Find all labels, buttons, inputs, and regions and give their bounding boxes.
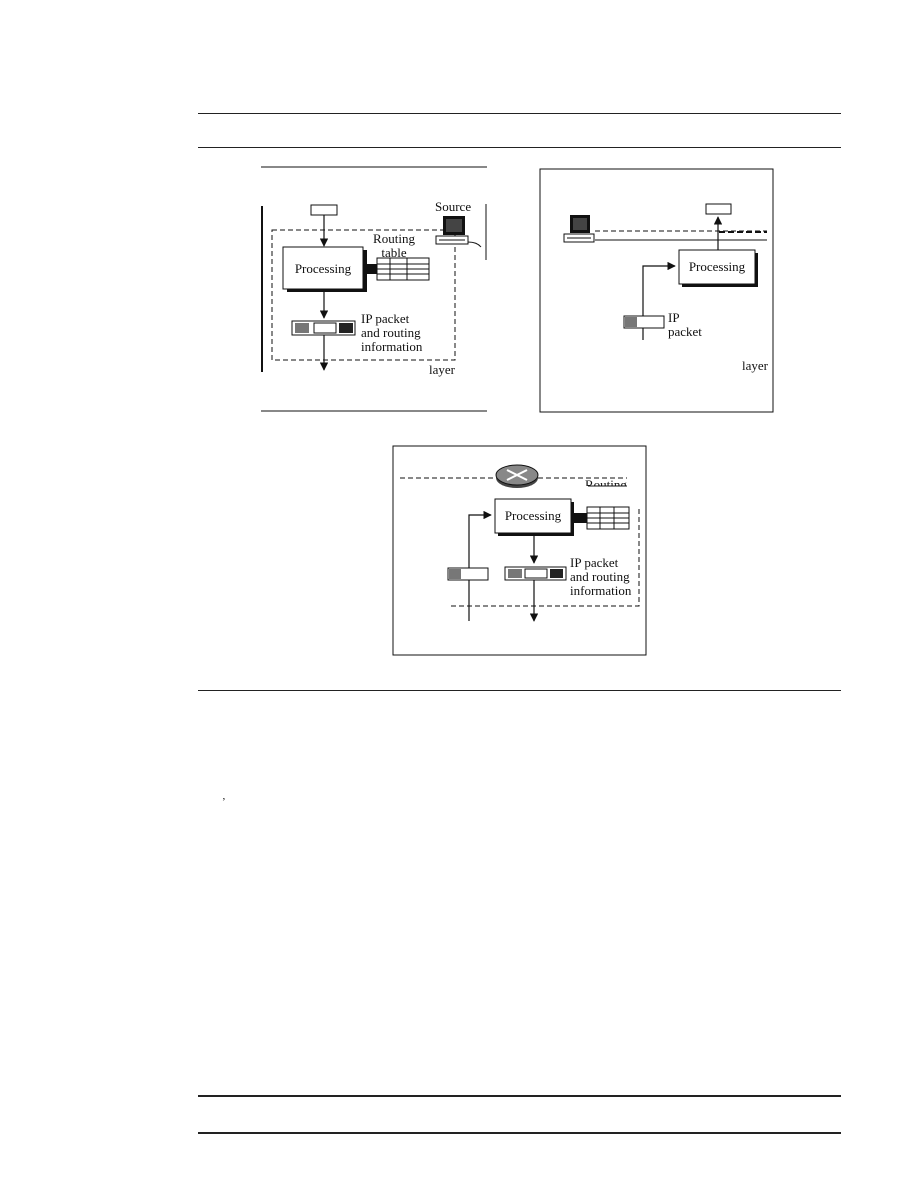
panel-router-diagram [392,445,647,656]
layer-label: layer [429,362,455,377]
figure-bottom-rule [198,690,841,691]
top-rule-1 [198,113,841,114]
source-label: Source [435,199,472,214]
panel-destination-diagram [539,168,774,413]
bottom-rule-2 [198,1132,841,1134]
routing-layer-label: Routing [585,478,627,486]
ip-packet-label: IP packet [668,310,702,339]
panel-source-host: Source Routing table Processing IP packe… [255,160,495,420]
router-icon [495,464,539,488]
routing-table-label: Routing table [373,231,415,260]
destination-computer-icon [563,215,595,243]
packet-routing-label-router: IP packet and routing information [570,555,632,598]
processing-box-router: Processing [504,508,562,523]
source-computer-icon [435,216,482,248]
panel-destination-host: Processing IP packet layer [539,168,779,416]
panel-source-diagram [261,166,487,412]
bottom-rule-1 [198,1095,841,1097]
stray-mark: ‚ [222,790,226,802]
top-rule-2 [198,147,841,148]
packet-routing-label: IP packet and routing information [361,311,423,354]
processing-box: Processing [294,261,352,276]
layer-label-dest: layer [742,358,768,373]
panel-router: Routing Processing IP packet and routing… [392,445,652,660]
processing-box-dest: Processing [688,259,746,274]
